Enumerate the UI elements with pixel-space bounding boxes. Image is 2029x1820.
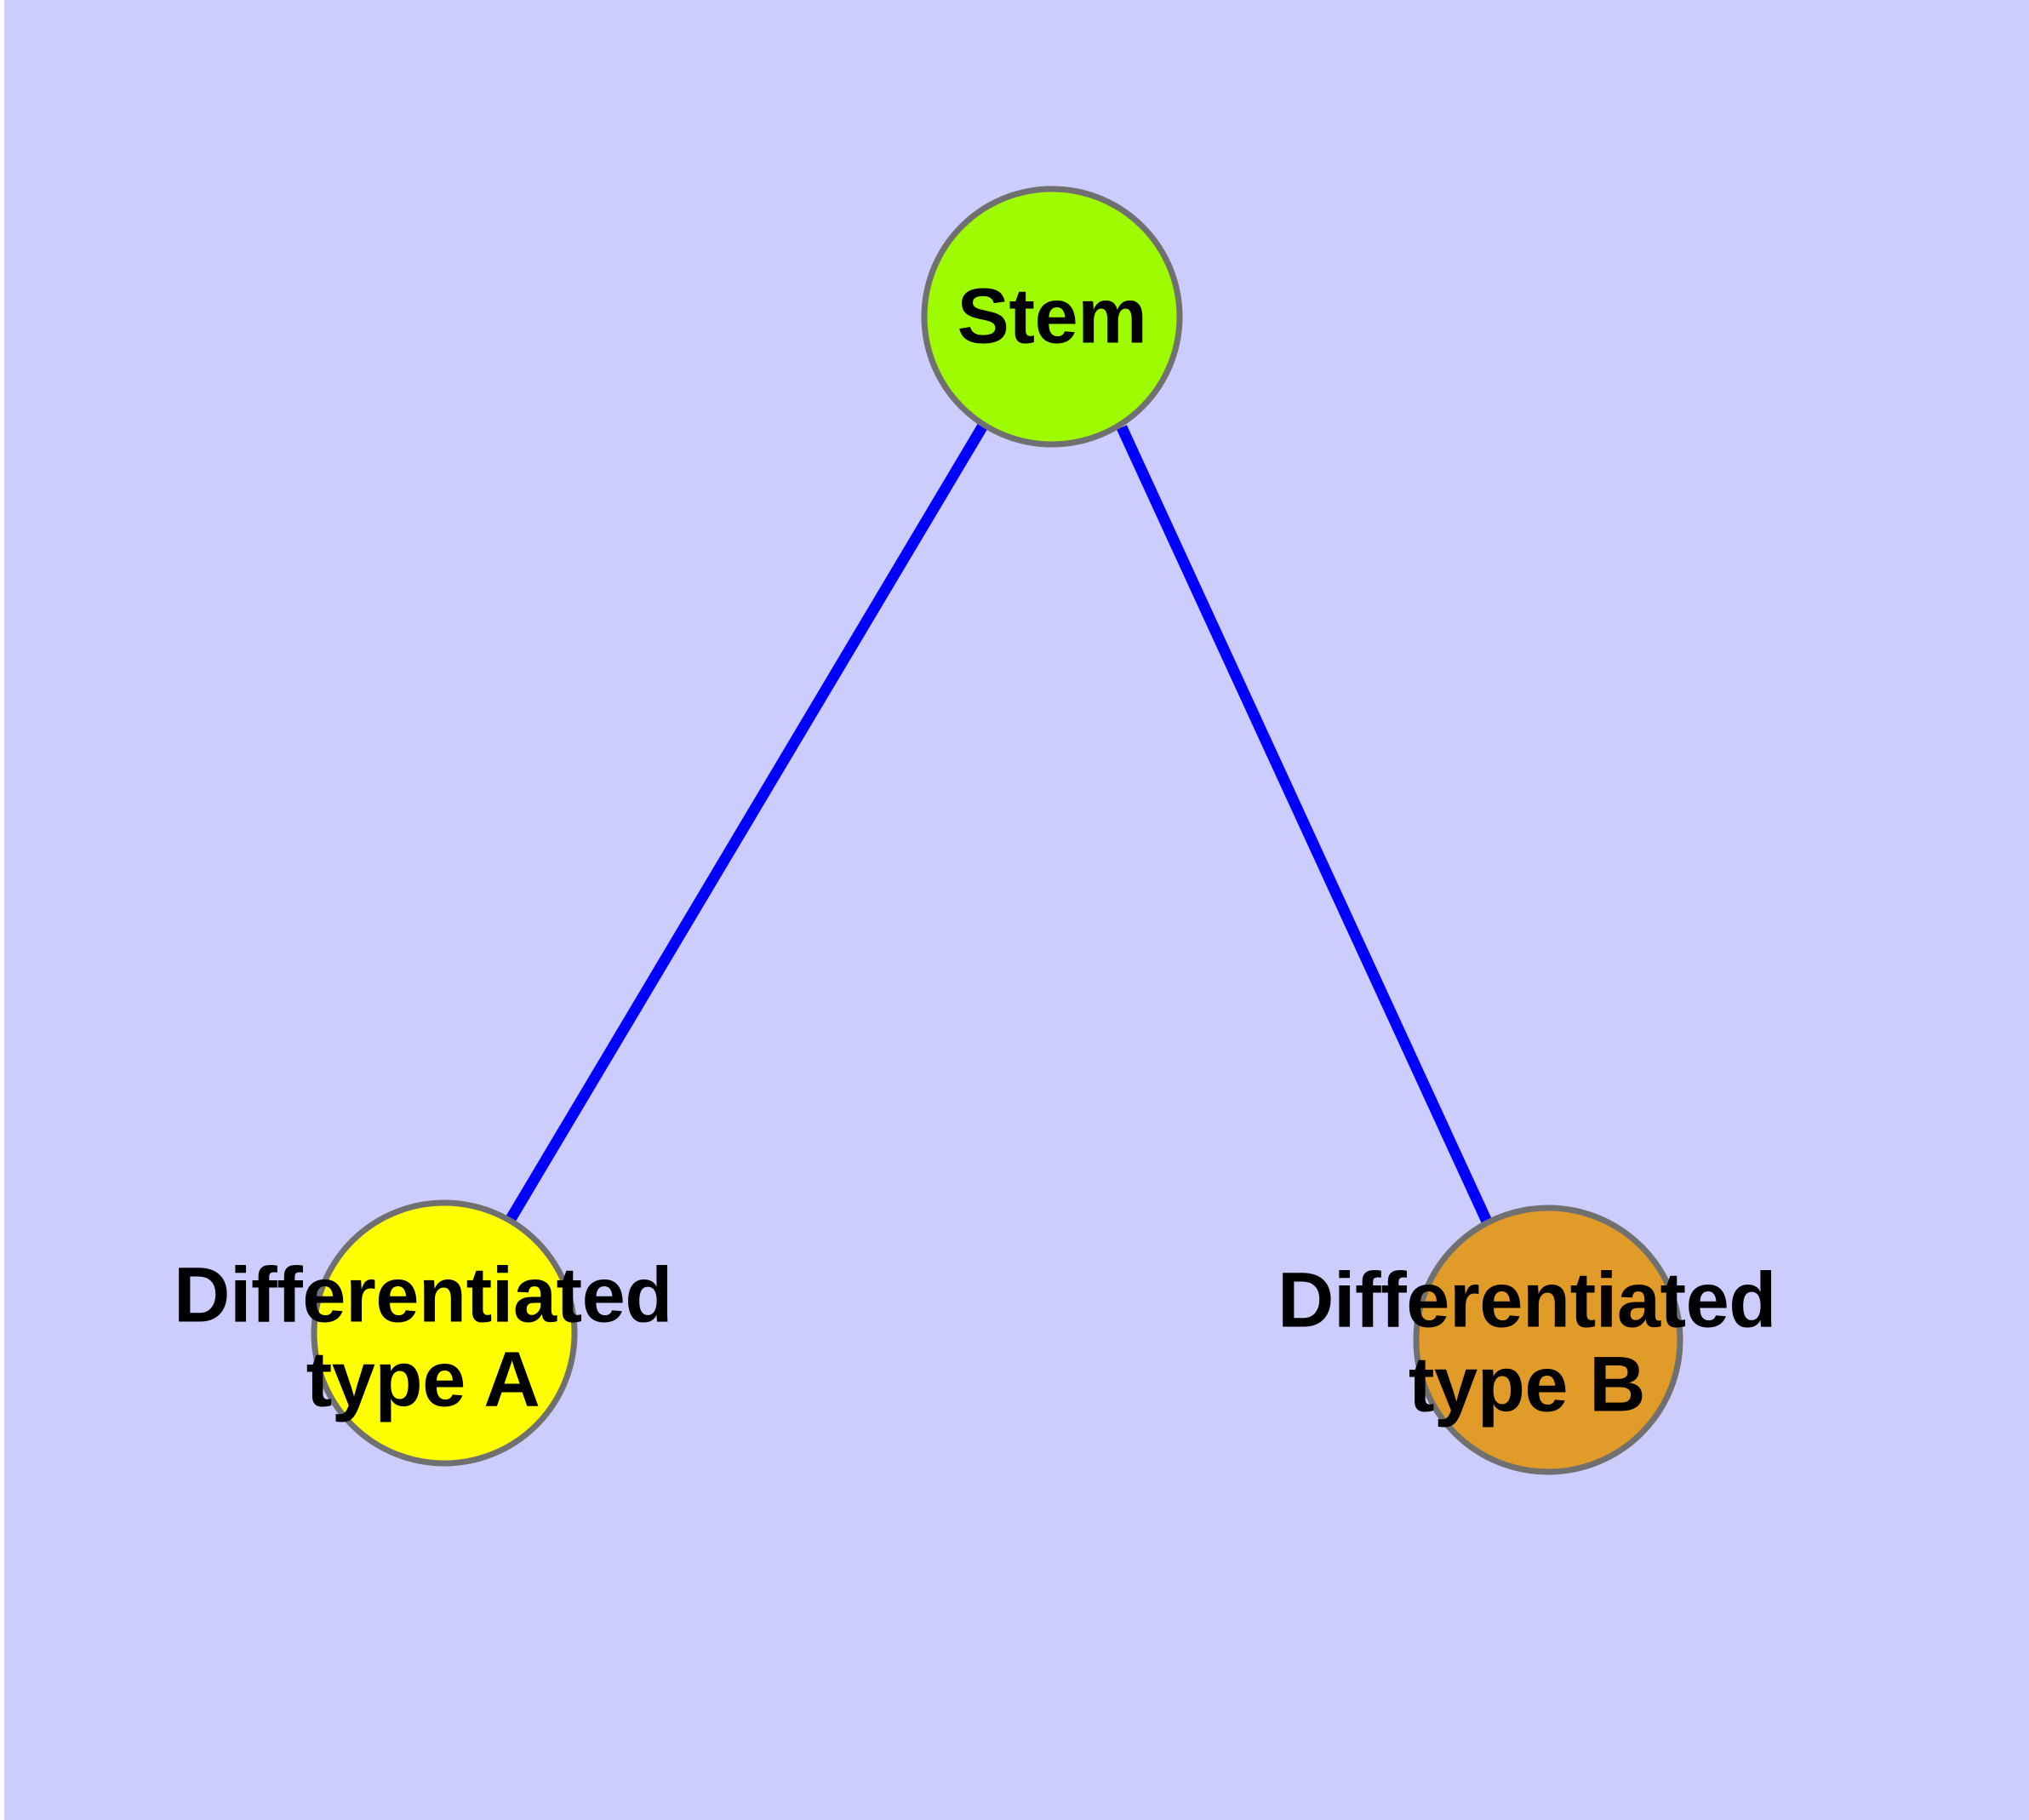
node-differentiated-type-b[interactable]: [1413, 1205, 1683, 1475]
node-differentiated-type-a[interactable]: [311, 1199, 578, 1467]
edge-stem-to-differentiated-a[interactable]: [506, 422, 988, 1222]
edge-layer: [506, 422, 1493, 1226]
node-layer: [311, 186, 1683, 1475]
canvas-left-margin: [0, 0, 4, 1820]
node-stem[interactable]: [921, 186, 1183, 448]
edge-stem-to-differentiated-b[interactable]: [1117, 425, 1493, 1226]
